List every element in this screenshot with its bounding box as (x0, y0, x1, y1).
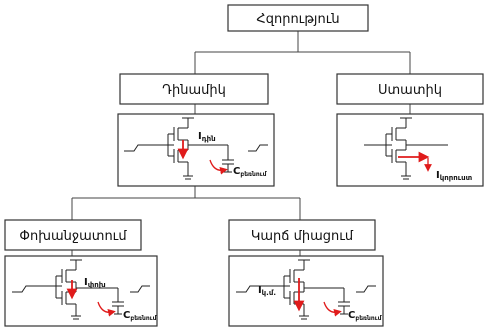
short-circuit-capacitor-label: Cբեռնում (348, 310, 383, 322)
node-static-label: Ստատիկ (378, 83, 442, 98)
circuit-short-circuit: Iկ.մ. Cբեռնում (228, 255, 384, 327)
node-dynamic: Դինամիկ (119, 73, 269, 105)
circuit-dynamic: Iդին Cբեռնում (117, 113, 275, 187)
node-root-label: Հզորություն (256, 12, 339, 27)
node-short-circuit-label: Կարճ միացում (251, 229, 354, 244)
dynamic-capacitor-label: Cբեռնում (233, 166, 268, 178)
node-static: Ստատիկ (336, 73, 484, 105)
circuit-static: Iկորուստ (336, 113, 484, 187)
dynamic-current-label: Iդին (198, 131, 216, 143)
connector-lines (71, 31, 411, 256)
node-root: Հզորություն (227, 4, 369, 32)
node-switching-label: Փոխանջատում (19, 229, 127, 244)
switching-current-label: Iփոխ (84, 277, 106, 289)
circuit-switching: Iփոխ Cբեռնում (4, 255, 158, 327)
node-switching: Փոխանջատում (4, 219, 142, 251)
short-circuit-current-label: Iկ.մ. (258, 285, 276, 297)
switching-capacitor-label: Cբեռնում (123, 310, 158, 322)
node-short-circuit: Կարճ միացում (228, 219, 376, 251)
node-dynamic-label: Դինամիկ (162, 83, 226, 98)
static-current-label: Iկորուստ (436, 170, 473, 182)
